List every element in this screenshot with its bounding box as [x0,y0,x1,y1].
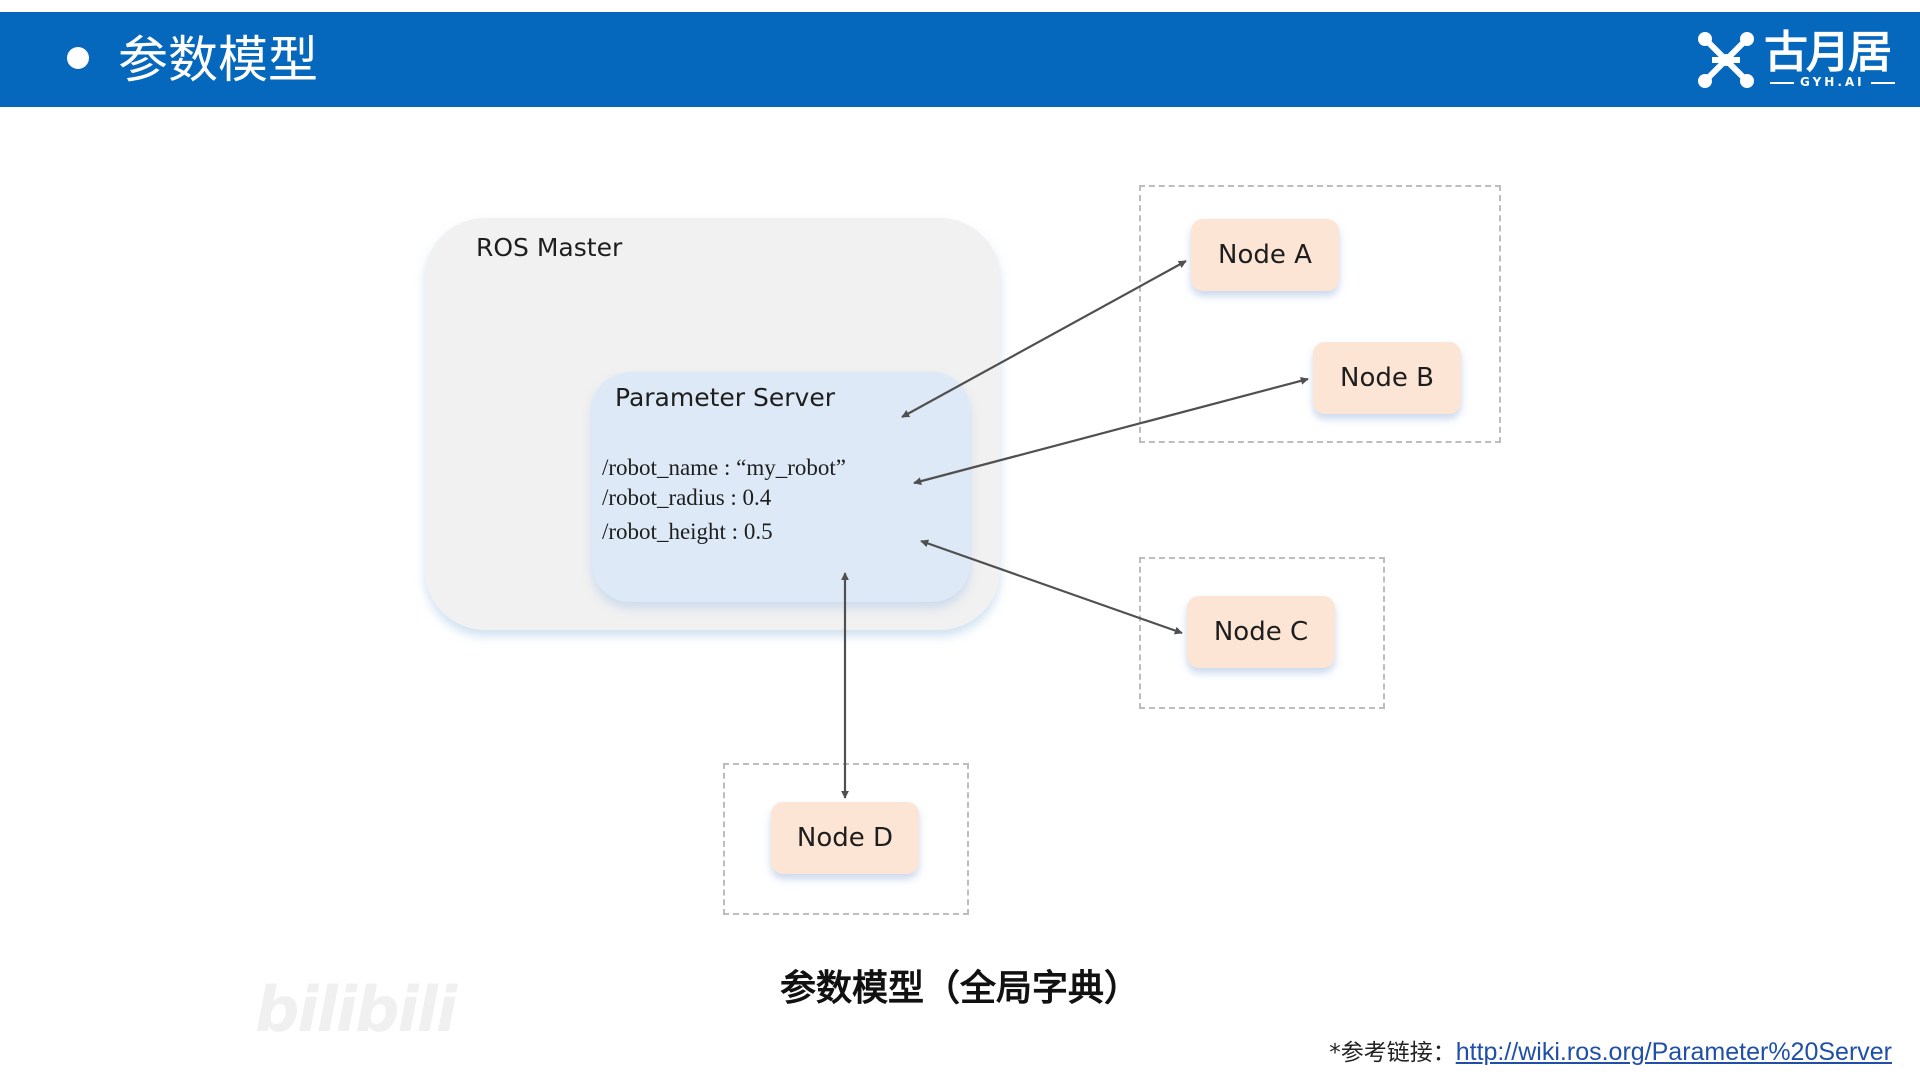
bilibili-watermark: bilibili [255,973,457,1046]
logo-text: 古月居 [1764,27,1892,78]
parameter-robot-radius: /robot_radius : 0.4 [602,485,772,510]
parameter-server-label: Parameter Server [615,383,835,412]
node-d: Node D [771,802,919,874]
header-bar [0,12,1920,107]
logo-mark-icon [1698,32,1754,88]
ros-master-label: ROS Master [476,233,623,262]
parameter-robot-height: /robot_height : 0.5 [602,519,773,544]
reference-link[interactable]: http://wiki.ros.org/Parameter%20Server [1455,1038,1892,1066]
bullet-icon [67,47,89,69]
reference-prefix: *参考链接： [1329,1040,1456,1066]
node-b: Node B [1313,342,1461,414]
node-c: Node C [1187,596,1335,668]
slide-title: 参数模型 [118,31,318,89]
parameter-robot-name: /robot_name : “my_robot” [602,455,846,480]
brand-logo: 古月居 GYH.AI [1696,28,1902,92]
node-a: Node A [1191,219,1339,291]
diagram-caption: 参数模型（全局字典） [779,968,1140,1009]
reference-line: *参考链接：http://wiki.ros.org/Parameter%20Se… [1329,1034,1892,1070]
logo-subtext: GYH.AI [1764,74,1898,90]
